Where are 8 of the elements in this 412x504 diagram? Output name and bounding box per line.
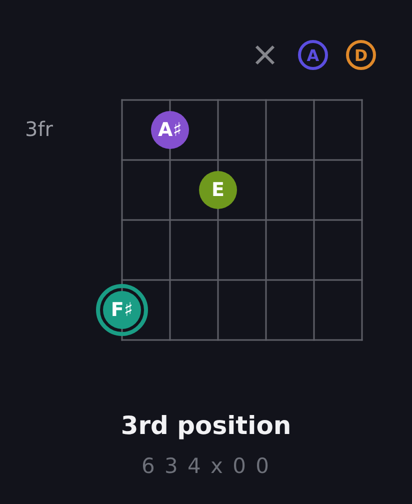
title: 3rd position [120, 411, 292, 440]
root-note-dot: F♯ [96, 284, 148, 336]
open-string-circle: D [346, 40, 376, 70]
fret-number: 3fr [25, 117, 53, 141]
open-string-circle: A [298, 40, 328, 70]
caption: 6 3 4 x 0 0 [141, 454, 271, 478]
finger-dot: A♯ [151, 111, 189, 149]
finger-dot: E [199, 171, 237, 209]
